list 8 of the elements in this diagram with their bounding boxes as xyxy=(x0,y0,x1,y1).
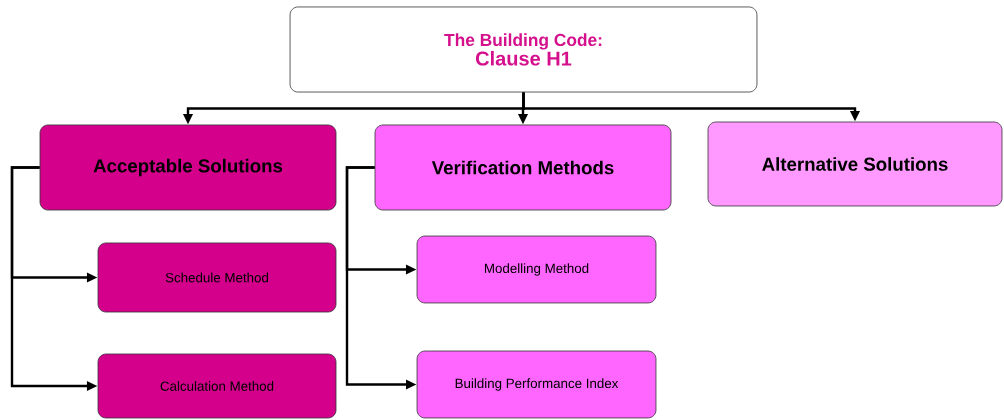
category-box: Acceptable Solutions xyxy=(39,124,337,211)
method-box: Building Performance Index xyxy=(416,350,657,419)
method-box: Calculation Method xyxy=(97,353,337,419)
title-box: The Building Code: Clause H1 xyxy=(289,6,758,93)
category-box: Alternative Solutions xyxy=(707,121,1003,207)
method-box: Schedule Method xyxy=(97,242,337,313)
method-box: Modelling Method xyxy=(416,235,657,304)
category-box: Verification Methods xyxy=(374,124,672,211)
